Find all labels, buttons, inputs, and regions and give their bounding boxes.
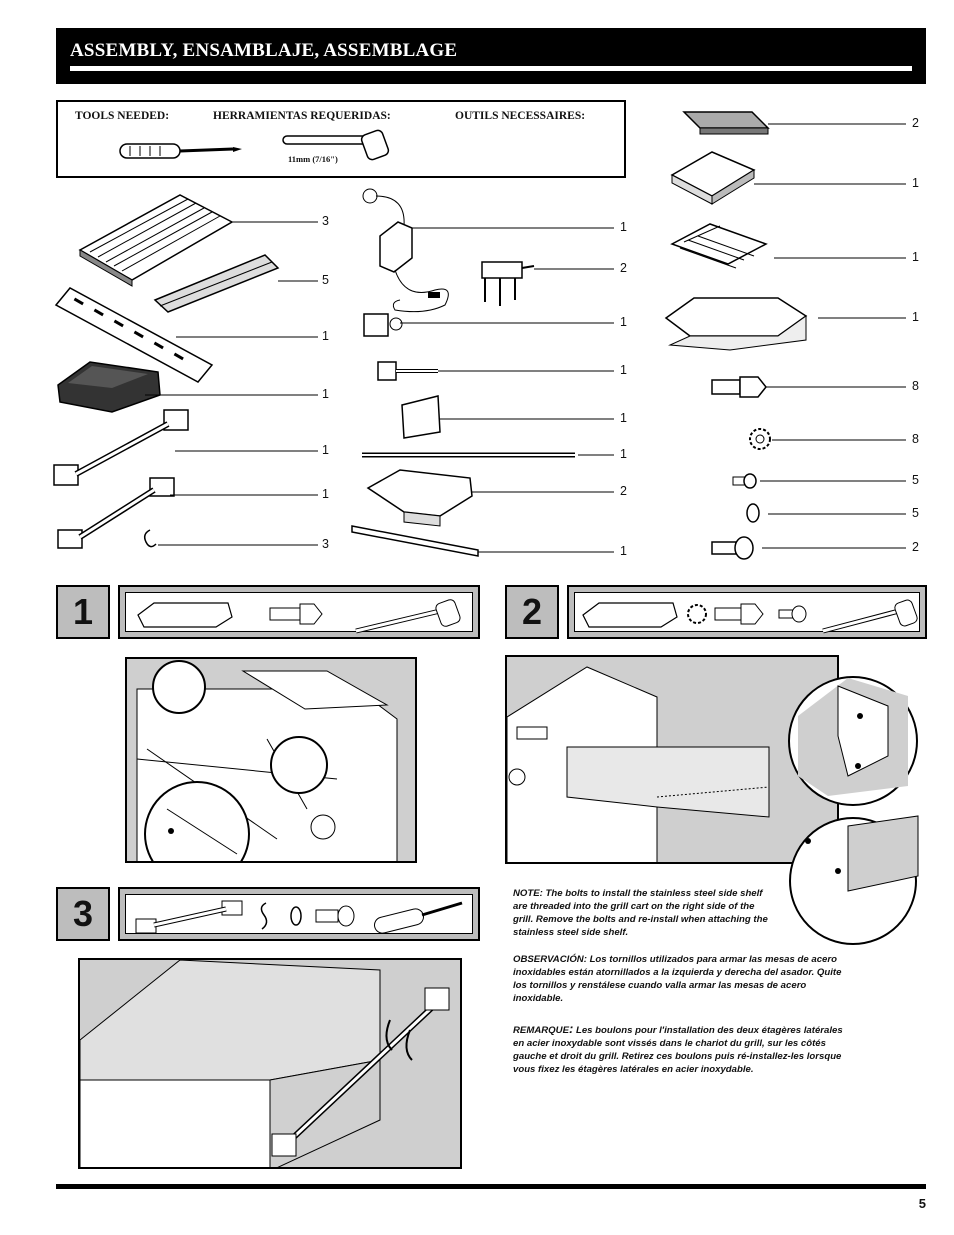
qty-grease-tray: 2 <box>620 484 627 498</box>
footer-rule <box>56 1184 926 1189</box>
qty-lava-stone: 2 <box>912 116 919 130</box>
wrench-size-label: 11mm (7/16") <box>288 154 338 164</box>
qty-side-handle-2: 1 <box>322 487 329 501</box>
qty-side-shelf: 1 <box>912 310 919 324</box>
step-1-parts-bar <box>118 585 480 639</box>
qty-utensil-hook: 3 <box>322 537 329 551</box>
side-handle-icon <box>135 900 243 934</box>
qty-rotisserie-motor: 1 <box>620 220 627 234</box>
step-1-number: 1 <box>56 585 110 639</box>
qty-heat-tent: 5 <box>322 273 329 287</box>
qty-pan-head-screw: 2 <box>912 540 919 554</box>
qty-lock-washer: 8 <box>912 432 919 446</box>
lock-washer-icon <box>687 604 707 624</box>
note-french-text: Les boulons pour l'installation des deux… <box>513 1025 843 1075</box>
spit-bushing-icon <box>377 361 438 381</box>
rotisserie-fork-icon <box>481 261 535 306</box>
step-2-detail-callouts <box>788 676 919 945</box>
screwdriver-icon <box>374 901 463 934</box>
bracket-plate-icon <box>401 395 441 439</box>
qty-spit-rod: 1 <box>620 447 627 461</box>
note-french: REMARQUE: Les boulons pour l'installatio… <box>513 1022 843 1076</box>
motor-bracket-icon <box>363 313 403 337</box>
hex-bolt-icon <box>269 603 323 625</box>
grill-cover-icon <box>57 361 161 413</box>
section-header: ASSEMBLY, ENSAMBLAJE, ASSEMBLAGE <box>56 28 926 84</box>
note-french-label: REMARQUE <box>513 1025 569 1036</box>
hex-bolt-icon <box>714 603 764 625</box>
qty-rotisserie-fork: 2 <box>620 261 627 275</box>
step-2-figure <box>505 655 839 864</box>
side-handle-icon <box>53 409 189 486</box>
qty-tray-rack: 1 <box>912 250 919 264</box>
drip-pan-icon <box>670 151 756 205</box>
tray-rack-icon <box>670 223 768 269</box>
tools-label-fr: OUTILS NECESSAIRES: <box>455 110 586 122</box>
qty-grill-cover: 1 <box>322 387 329 401</box>
tools-label-es: HERRAMIENTAS REQUERIDAS: <box>213 110 391 122</box>
tools-label-en: TOOLS NEEDED: <box>75 110 170 122</box>
heat-tent-icon <box>153 254 280 313</box>
step-3-number: 3 <box>56 887 110 941</box>
qty-spit-bushing: 1 <box>620 363 627 377</box>
utensil-hook-icon <box>260 902 268 930</box>
tools-illustration <box>119 129 390 161</box>
rotisserie-motor-icon <box>362 188 449 313</box>
tools-needed-box: TOOLS NEEDED: HERRAMIENTAS REQUERIDAS: O… <box>56 100 626 178</box>
side-shelf-icon <box>664 297 808 351</box>
header-rule <box>70 66 912 71</box>
qty-drip-pan: 1 <box>912 176 919 190</box>
qty-warming-rack: 1 <box>322 329 329 343</box>
warming-rack-icon <box>54 287 214 383</box>
pan-head-screw-icon <box>711 536 754 560</box>
qty-hex-bolt: 8 <box>912 379 919 393</box>
wrench-icon <box>822 599 918 634</box>
lava-stone-icon <box>682 111 770 135</box>
step-2-number: 2 <box>505 585 559 639</box>
counterweight-bar-icon <box>351 525 479 557</box>
hex-bolt-icon <box>711 376 767 398</box>
step-2-parts-bar <box>567 585 927 639</box>
parts-list-illustration <box>53 111 906 560</box>
step-1-figure <box>125 657 417 863</box>
pan-head-screw-icon <box>315 905 355 927</box>
cooking-grate-icon <box>78 194 234 287</box>
qty-small-screw: 5 <box>912 473 919 487</box>
qty-side-handle-1: 1 <box>322 443 329 457</box>
side-handle-icon <box>57 477 175 549</box>
washer-icon <box>290 906 302 926</box>
qty-cooking-grate: 3 <box>322 214 329 228</box>
side-shelf-icon <box>137 602 233 628</box>
small-screw-icon <box>778 605 807 623</box>
note-spanish: OBSERVACIÓN: Los tornillos utilizados pa… <box>513 954 842 1004</box>
wrench-icon <box>282 129 390 161</box>
note-french-separator: : <box>568 1021 574 1036</box>
page-number: 5 <box>918 1196 926 1211</box>
wrench-icon <box>355 599 461 634</box>
qty-bracket-plate: 1 <box>620 411 627 425</box>
side-shelf-icon <box>582 602 678 628</box>
small-screw-icon <box>732 473 757 489</box>
grease-tray-icon <box>366 469 473 527</box>
lock-washer-icon <box>749 428 771 450</box>
qty-washer: 5 <box>912 506 919 520</box>
note-english: NOTE: The bolts to install the stainless… <box>513 888 768 938</box>
qty-counterweight-bar: 1 <box>620 544 627 558</box>
utensil-hook-icon <box>143 529 157 548</box>
step-3-figure <box>78 958 462 1169</box>
washer-icon <box>746 503 760 523</box>
step-3-parts-bar <box>118 887 480 941</box>
screwdriver-icon <box>119 143 242 159</box>
section-title: ASSEMBLY, ENSAMBLAJE, ASSEMBLAGE <box>70 40 458 61</box>
qty-motor-bracket: 1 <box>620 315 627 329</box>
